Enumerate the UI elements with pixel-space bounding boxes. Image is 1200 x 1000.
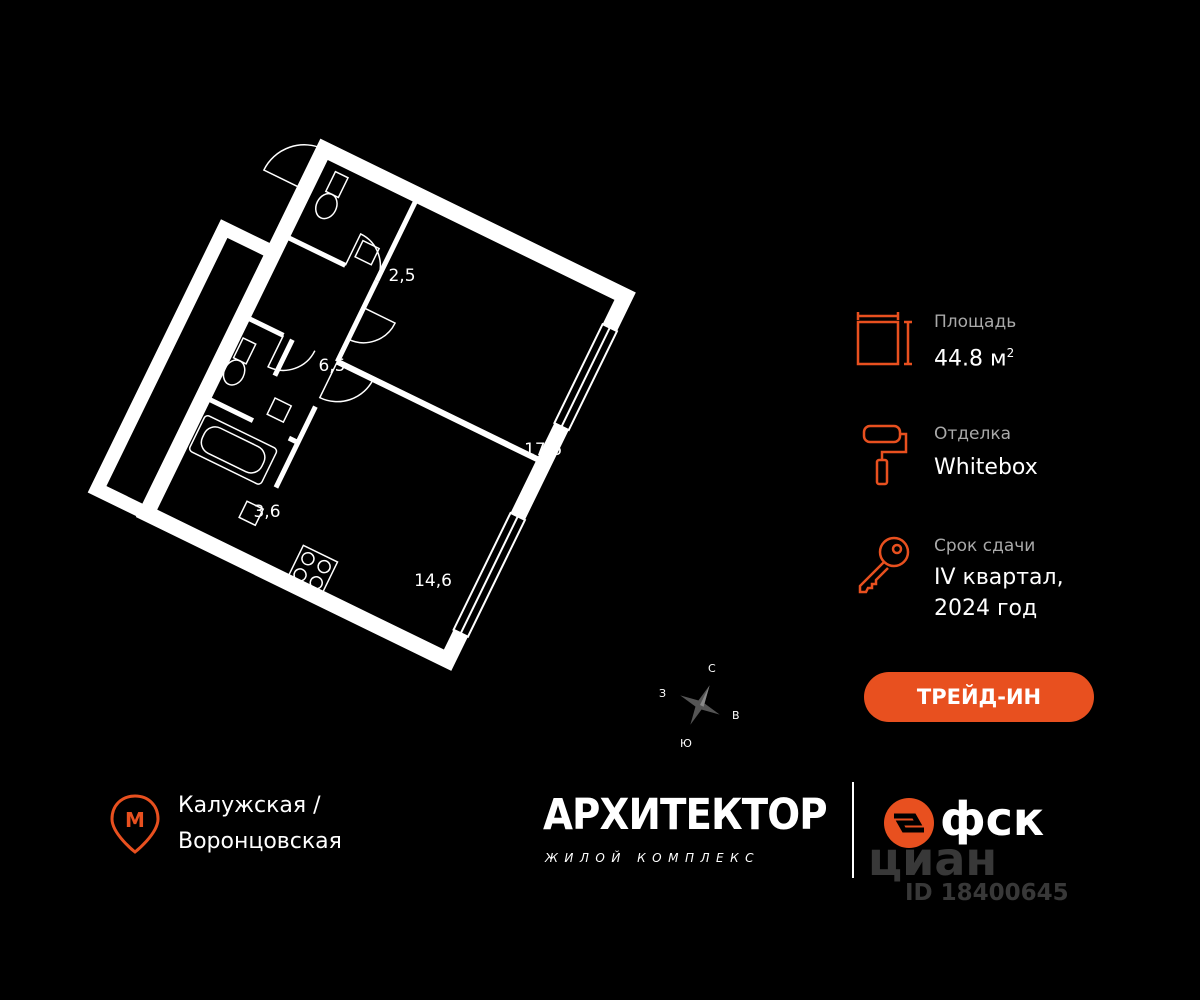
- delivery-value-line1: IV квартал,: [934, 565, 1064, 590]
- complex-subtitle: ЖИЛОЙ КОМПЛЕКС: [545, 851, 761, 865]
- room-area-bedroom: 17,6: [524, 440, 562, 460]
- logo-divider: [852, 782, 854, 878]
- watermark-brand: циан: [868, 832, 998, 886]
- area-icon: [856, 312, 912, 366]
- trade-in-button[interactable]: ТРЕЙД-ИН: [864, 672, 1094, 722]
- compass-south: Ю: [680, 737, 692, 750]
- compass-east: В: [732, 709, 740, 722]
- compass-north: С: [708, 662, 716, 675]
- finish-label: Отделка: [934, 424, 1012, 444]
- compass-rose-icon: [680, 685, 720, 725]
- finish-value: Whitebox: [934, 455, 1038, 480]
- room-area-bathroom-small: 2,5: [388, 266, 415, 286]
- key-icon: [858, 536, 910, 594]
- developer-logo-text: фск: [940, 792, 1045, 846]
- area-value: 44.8 м2: [934, 346, 1015, 372]
- interior-walls: [202, 194, 546, 489]
- doors: [262, 144, 397, 403]
- paint-roller-icon: [862, 424, 908, 486]
- outer-walls: [87, 138, 636, 671]
- watermark-id: ID 18400645: [905, 880, 1069, 906]
- complex-logo: АРХИТЕКТОР: [543, 790, 828, 840]
- delivery-value-line2: 2024 год: [934, 596, 1038, 621]
- room-area-bathroom: 3,6: [253, 502, 280, 522]
- delivery-label: Срок сдачи: [934, 536, 1036, 556]
- room-area-hallway: 6,5: [318, 356, 345, 376]
- metro-pin-icon: М: [110, 794, 160, 854]
- compass-west: З: [659, 687, 666, 700]
- metro-station-line2: Воронцовская: [178, 829, 342, 854]
- room-area-kitchen-living: 14,6: [414, 571, 452, 591]
- floor-plan: 2,5 6,5 17,6 3,6 14,6 С В Ю З: [87, 138, 740, 750]
- area-label: Площадь: [934, 312, 1017, 332]
- metro-station-line1: Калужская /: [178, 793, 321, 818]
- fixtures: [188, 170, 381, 598]
- windows: [452, 322, 619, 639]
- metro-letter: М: [125, 808, 145, 832]
- fsk-logo-icon: [884, 798, 934, 848]
